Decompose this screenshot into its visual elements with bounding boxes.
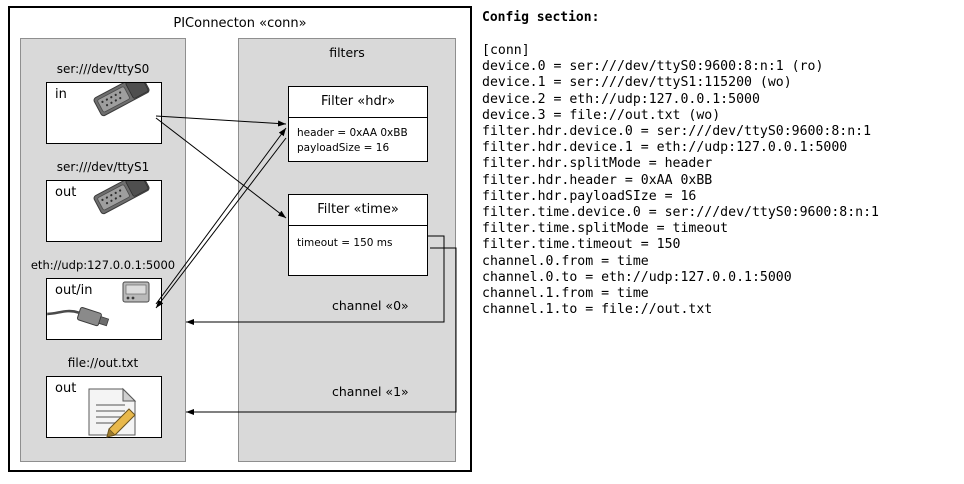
- device-block-file: file://out.txt out: [32, 356, 174, 448]
- device-direction-ttys0: in: [55, 87, 67, 102]
- device-box-eth: out/in: [46, 278, 162, 340]
- filter-hdr-line-0: header = 0xAA 0xBB: [297, 127, 408, 139]
- device-label-ttys1: ser:///dev/ttyS1: [56, 160, 150, 174]
- filter-hdr-title: Filter «hdr»: [320, 94, 396, 109]
- serial-port-icon: [93, 83, 150, 117]
- device-direction-file: out: [55, 381, 77, 396]
- filter-time-title: Filter «time»: [317, 202, 399, 217]
- filters-group-title: filters: [329, 45, 365, 60]
- text-file-icon: [88, 387, 137, 438]
- device-label-eth: eth://udp:127.0.0.1:5000: [30, 258, 176, 272]
- device-block-ttys0: ser:///dev/ttyS0 in: [32, 62, 174, 154]
- filter-hdr-line-1: payloadSize = 16: [297, 142, 390, 154]
- config-heading: Config section:: [482, 10, 600, 25]
- channel-1-label: channel «1»: [332, 384, 409, 399]
- serial-port-icon: [93, 181, 150, 215]
- filter-time-line-0: timeout = 150 ms: [297, 237, 393, 249]
- filter-hdr-separator: [289, 117, 427, 118]
- device-direction-eth: out/in: [55, 283, 93, 298]
- channel-0-label: channel «0»: [332, 298, 409, 313]
- filter-time-separator: [289, 225, 427, 226]
- filter-box-time: Filter «time» timeout = 150 ms: [288, 194, 428, 276]
- device-label-file: file://out.txt: [67, 356, 139, 370]
- diagram-title: PIConnecton «conn»: [173, 16, 307, 31]
- device-direction-ttys1: out: [55, 185, 77, 200]
- filter-box-hdr: Filter «hdr» header = 0xAA 0xBB payloadS…: [288, 86, 428, 162]
- config-section: Config section: [conn] device.0 = ser://…: [482, 6, 956, 406]
- network-icon: [47, 281, 150, 327]
- device-label-ttys0: ser:///dev/ttyS0: [56, 62, 150, 76]
- device-block-eth: eth://udp:127.0.0.1:5000 out/in: [22, 258, 184, 350]
- config-text: [conn] device.0 = ser:///dev/ttyS0:9600:…: [482, 43, 879, 318]
- piconnector-diagram: PIConnecton «conn» filters ser:///dev/tt…: [8, 6, 472, 472]
- device-box-file: out: [46, 376, 162, 438]
- device-box-ttys0: in: [46, 82, 162, 144]
- device-block-ttys1: ser:///dev/ttyS1 out: [32, 160, 174, 252]
- device-box-ttys1: out: [46, 180, 162, 242]
